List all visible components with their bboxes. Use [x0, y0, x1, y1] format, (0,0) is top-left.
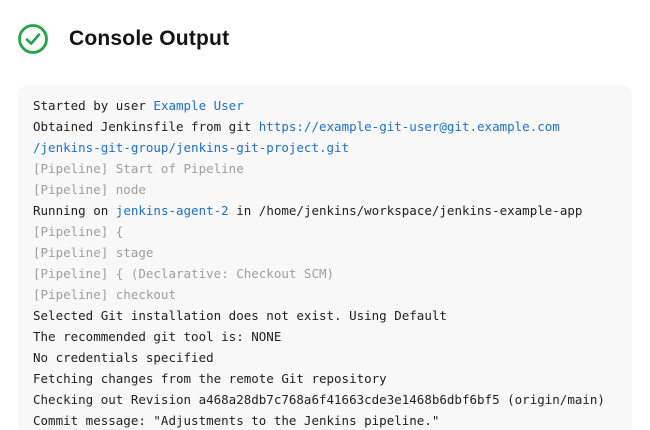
console-line: [Pipeline] { (Declarative: Checkout SCM) [33, 263, 617, 284]
success-check-circle-icon [17, 23, 49, 55]
console-line: No credentials specified [33, 347, 617, 368]
console-line: [Pipeline] Start of Pipeline [33, 158, 617, 179]
console-line: The recommended git tool is: NONE [33, 326, 617, 347]
console-line: Obtained Jenkinsfile from git https://ex… [33, 116, 617, 137]
console-text: Commit message: "Adjustments to the Jenk… [33, 413, 440, 428]
console-pipeline-text: [Pipeline] { (Declarative: Checkout SCM) [33, 266, 335, 281]
console-link[interactable]: jenkins-agent-2 [115, 203, 229, 218]
console-text: Selected Git installation does not exist… [33, 308, 447, 323]
console-text: Fetching changes from the remote Git rep… [33, 371, 387, 386]
console-line: Started by user Example User [33, 95, 617, 116]
console-pipeline-text: [Pipeline] stage [33, 245, 154, 260]
console-line: [Pipeline] checkout [33, 284, 617, 305]
console-text: Running on [33, 203, 116, 218]
page-header: Console Output [0, 0, 650, 62]
console-line: Selected Git installation does not exist… [33, 305, 617, 326]
console-pipeline-text: [Pipeline] Start of Pipeline [33, 161, 244, 176]
console-line: [Pipeline] { [33, 221, 617, 242]
console-text: Obtained Jenkinsfile from git [33, 119, 259, 134]
console-link[interactable]: https://example-git-user@git.example.com [258, 119, 560, 134]
console-line: Fetching changes from the remote Git rep… [33, 368, 617, 389]
console-text: Checking out Revision a468a28db7c768a6f4… [33, 392, 605, 407]
console-text: Started by user [33, 98, 154, 113]
console-pipeline-text: [Pipeline] checkout [33, 287, 176, 302]
console-line: [Pipeline] node [33, 179, 617, 200]
console-link[interactable]: /jenkins-git-group/jenkins-git-project.g… [33, 140, 350, 155]
console-line: Checking out Revision a468a28db7c768a6f4… [33, 389, 617, 410]
console-line: Running on jenkins-agent-2 in /home/jenk… [33, 200, 617, 221]
console-pipeline-text: [Pipeline] { [33, 224, 124, 239]
console-pipeline-text: [Pipeline] node [33, 182, 146, 197]
console-line: Commit message: "Adjustments to the Jenk… [33, 410, 617, 430]
console-line: [Pipeline] stage [33, 242, 617, 263]
console-text: The recommended git tool is: NONE [33, 329, 282, 344]
console-text: No credentials specified [33, 350, 214, 365]
console-line: /jenkins-git-group/jenkins-git-project.g… [33, 137, 617, 158]
console-link[interactable]: Example User [153, 98, 244, 113]
console-text: in /home/jenkins/workspace/jenkins-examp… [228, 203, 583, 218]
page-title: Console Output [69, 26, 230, 50]
